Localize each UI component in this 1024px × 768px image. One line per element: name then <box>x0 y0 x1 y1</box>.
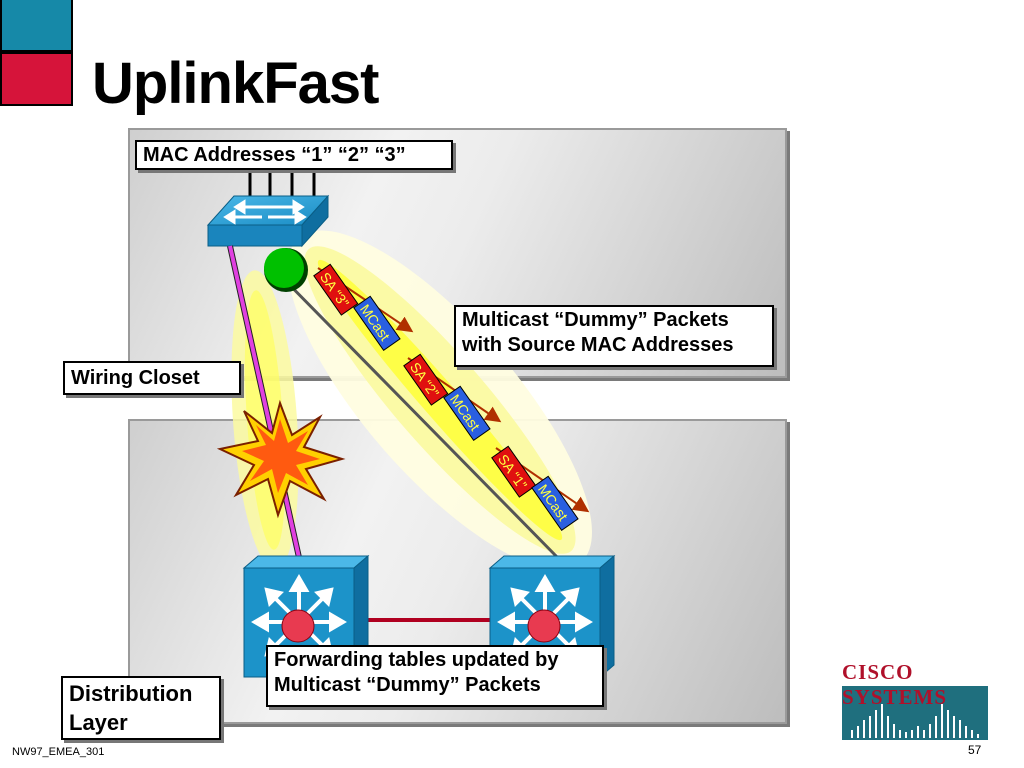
mac-addresses-label: MAC Addresses “1” “2” “3” <box>135 140 453 170</box>
distribution-layer-label: Distribution Layer <box>61 676 221 740</box>
slide-title: UplinkFast <box>92 51 379 116</box>
wiring-closet-label: Wiring Closet <box>63 361 241 395</box>
footer-code: NW97_EMEA_301 <box>12 746 105 758</box>
multicast-dummy-packets-label: Multicast “Dummy” Packets with Source MA… <box>454 305 774 367</box>
cisco-systems-wordmark: CISCO SYSTEMS <box>842 660 948 709</box>
page-number: 57 <box>968 743 982 757</box>
link-failure-explosion-icon <box>216 399 346 519</box>
cisco-systems-logo <box>842 660 992 742</box>
forwarding-tables-label: Forwarding tables updated by Multicast “… <box>266 645 604 707</box>
multicast-beam-glow <box>288 230 592 570</box>
accent-block-blue <box>0 0 73 52</box>
forwarding-port-icon <box>264 248 308 292</box>
accent-block-red <box>0 52 73 106</box>
multicast-packet-1: SA “3” MCast <box>313 263 414 352</box>
backup-uplink-line <box>268 263 562 562</box>
access-switch <box>206 172 330 248</box>
